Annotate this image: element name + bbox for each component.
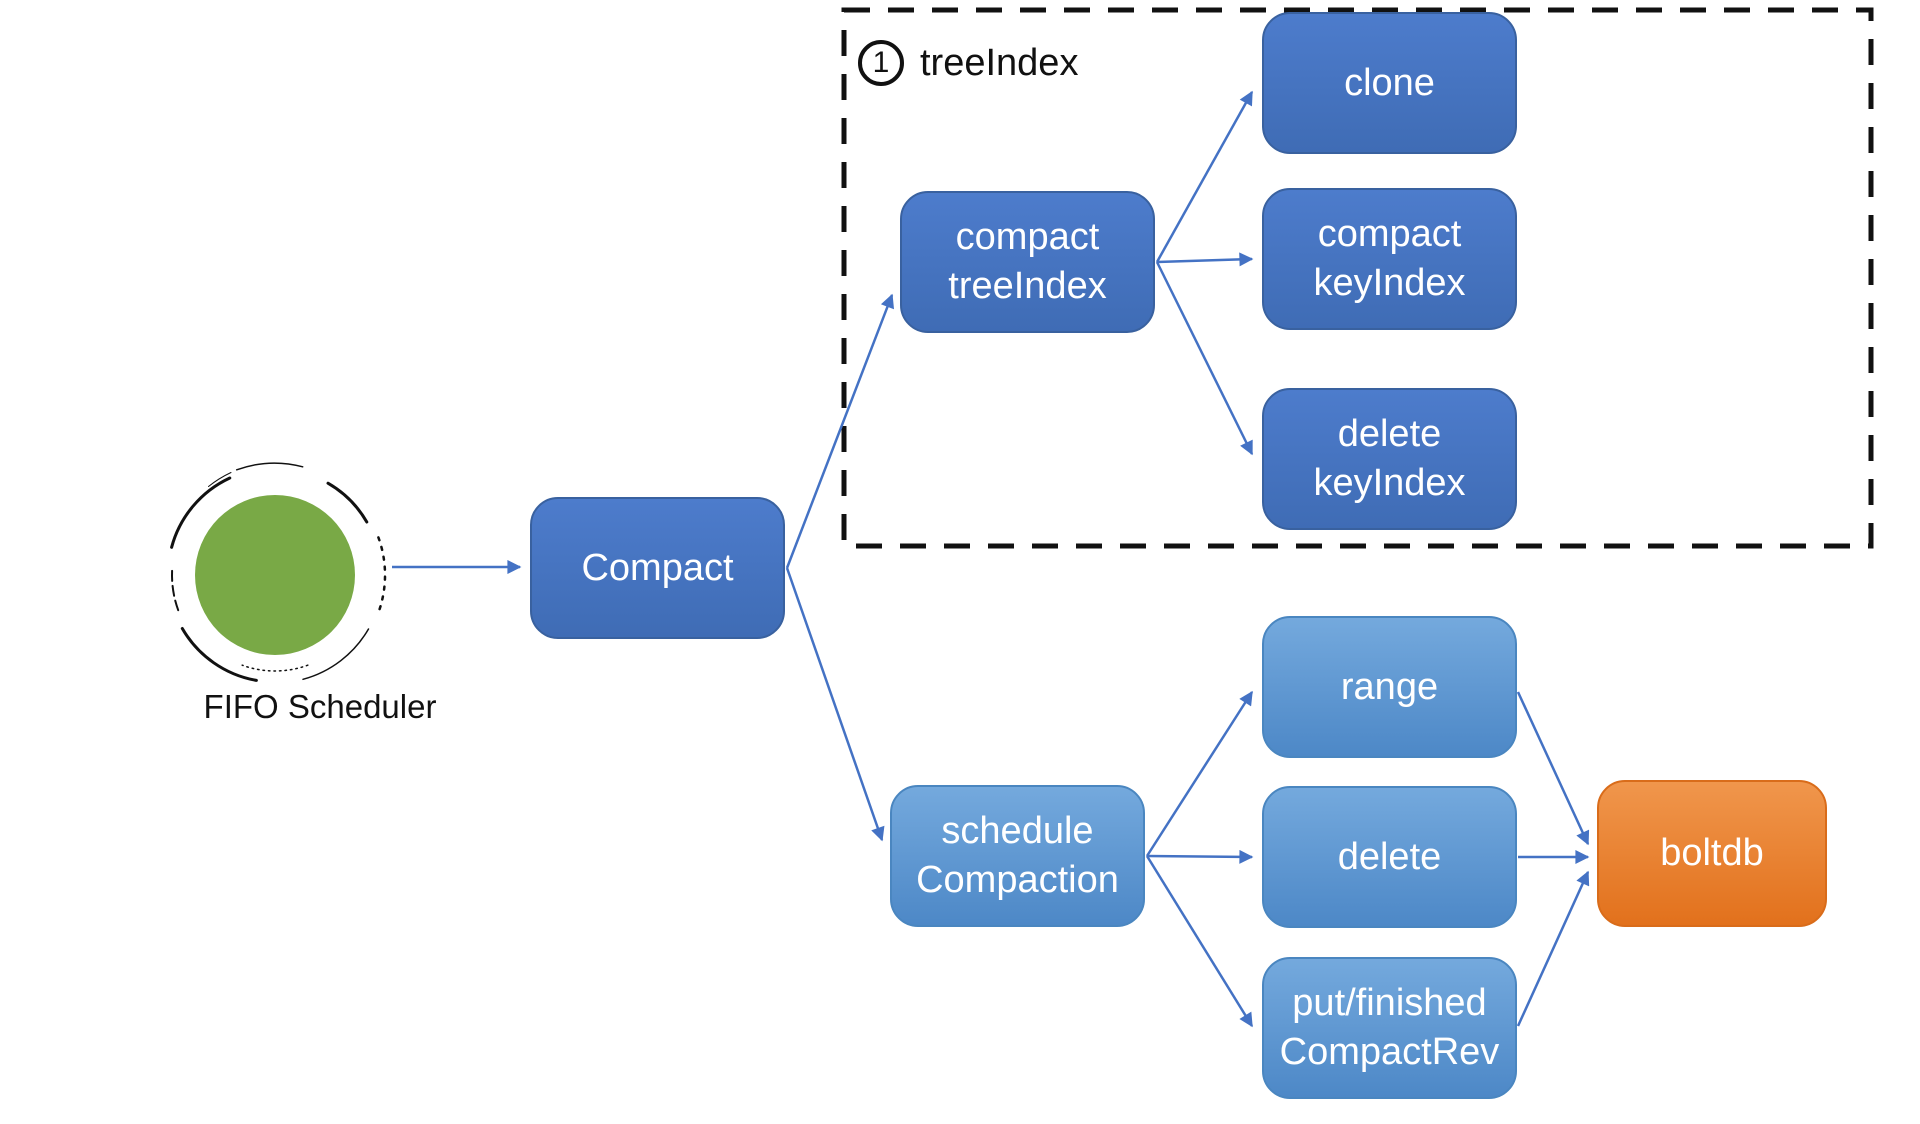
edge-schedule-range (1145, 690, 1254, 857)
circled-number-icon: 1 (858, 40, 904, 86)
fifo-scheduler-label: FIFO Scheduler (203, 688, 437, 725)
node-delete: delete (1262, 786, 1517, 928)
node-put-finished-compact-rev: put/finished CompactRev (1262, 957, 1517, 1099)
node-compact: Compact (530, 497, 785, 639)
edge-treeindex-keyindex (1156, 252, 1254, 267)
node-range: range (1262, 616, 1517, 758)
node-schedule-compaction: schedule Compaction (890, 785, 1145, 927)
tree-index-group-title: treeIndex (920, 41, 1079, 84)
scheduler-sketch-ring (170, 462, 387, 682)
fifo-scheduler-circle (195, 495, 355, 655)
edge-schedule-delete (1146, 849, 1254, 864)
node-delete-key-index: delete keyIndex (1262, 388, 1517, 530)
edge-treeindex-clone (1155, 90, 1254, 263)
node-compact-tree-index: compact treeIndex (900, 191, 1155, 333)
tree-index-group-frame (841, 7, 1874, 549)
edge-schedule-putfinished (1145, 855, 1254, 1028)
edge-range-boltdb (1516, 691, 1590, 846)
edge-putfinished-boltdb (1516, 870, 1590, 1027)
edges (392, 90, 1590, 1028)
edge-treeindex-deletekeyindex (1155, 261, 1254, 456)
node-clone: clone (1262, 12, 1517, 154)
edge-compact-treeindex (785, 293, 895, 569)
tree-index-group-label: 1 treeIndex (858, 40, 1078, 86)
node-boltdb: boltdb (1597, 780, 1827, 927)
edge-compact-schedule (785, 567, 885, 842)
node-compact-key-index: compact keyIndex (1262, 188, 1517, 330)
